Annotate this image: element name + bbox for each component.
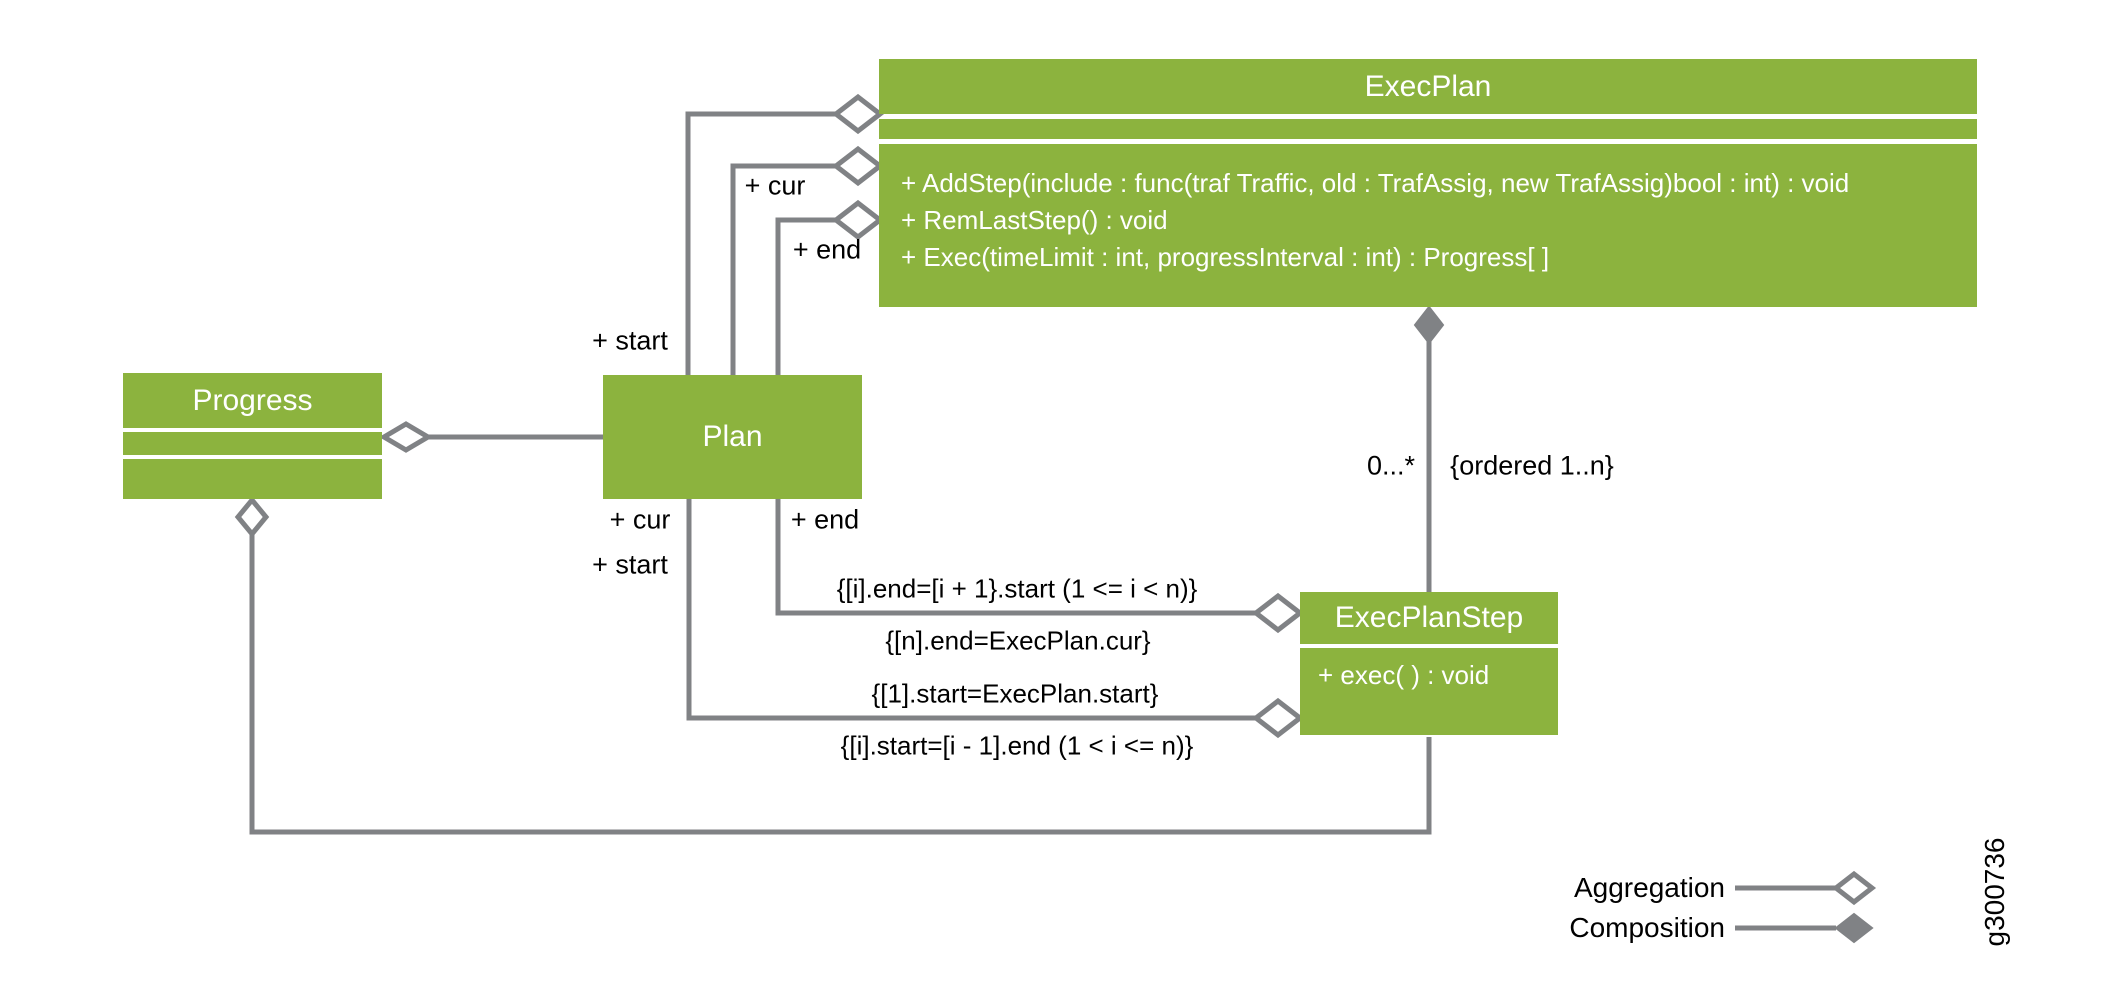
legend-composition-label: Composition xyxy=(1569,912,1725,943)
edge-plan-execplan-cur xyxy=(730,163,836,377)
edge-plan-execplan-end xyxy=(775,217,836,377)
constraint-start-lower: {[i].start=[i - 1].end (1 < i <= n)} xyxy=(840,730,1194,761)
class-execplan-attributes xyxy=(879,119,1977,139)
class-progress-attributes xyxy=(123,432,382,455)
label-cur-bottom: + cur xyxy=(609,504,671,535)
aggregation-diamond-execplanstep-lower xyxy=(1251,697,1305,739)
class-progress: Progress xyxy=(123,373,382,499)
label-start-bottom: + start xyxy=(592,549,668,580)
constraint-start-upper: {[1].start=ExecPlan.start} xyxy=(871,678,1159,709)
label-cur-top: + cur xyxy=(744,170,806,201)
label-end-top: + end xyxy=(792,234,862,265)
class-execplanstep: ExecPlanStep + exec( ) : void xyxy=(1300,592,1558,735)
class-execplanstep-title: ExecPlanStep xyxy=(1300,592,1558,644)
edge-plan-execplanstep-start xyxy=(686,497,1258,721)
label-start-top: + start xyxy=(592,325,668,356)
class-execplan: ExecPlan + AddStep(include : func(traf T… xyxy=(879,59,1977,307)
composition-diamond-execplan xyxy=(1413,305,1445,345)
legend-composition-diamond-icon xyxy=(1834,912,1874,944)
class-plan-title: Plan xyxy=(603,375,862,499)
aggregation-diamond-execplan-end xyxy=(831,199,885,241)
label-multiplicity: 0...* xyxy=(1366,450,1416,481)
class-progress-methods xyxy=(123,459,382,499)
aggregation-diamond-execplanstep-upper xyxy=(1251,592,1305,634)
class-execplan-title: ExecPlan xyxy=(879,59,1977,114)
aggregation-diamond-progress-right xyxy=(379,421,433,453)
method-addstep: + AddStep(include : func(traf Traffic, o… xyxy=(901,168,1850,198)
edge-progress-execplanstep xyxy=(249,532,1432,835)
aggregation-diamond-progress-bottom xyxy=(234,496,270,538)
edge-plan-execplanstep-end xyxy=(775,497,1258,616)
method-exec-step: + exec( ) : void xyxy=(1318,660,1490,690)
class-execplanstep-methods: + exec( ) : void xyxy=(1300,648,1558,735)
edge-plan-execplan-start xyxy=(685,111,836,377)
class-execplan-methods: + AddStep(include : func(traf Traffic, o… xyxy=(879,144,1977,307)
aggregation-diamond-execplan-cur xyxy=(831,145,885,187)
class-progress-title: Progress xyxy=(123,373,382,428)
class-plan: Plan xyxy=(603,375,862,499)
label-end-bottom: + end xyxy=(790,504,860,535)
figure-id: g300736 xyxy=(1979,837,2010,947)
label-ordered: {ordered 1..n} xyxy=(1450,450,1614,481)
constraint-end-upper: {[i].end=[i + 1}.start (1 <= i < n)} xyxy=(836,573,1198,604)
legend-aggregation-diamond-icon xyxy=(1831,870,1877,906)
method-exec: + Exec(timeLimit : int, progressInterval… xyxy=(901,242,1550,272)
method-remlaststep: + RemLastStep() : void xyxy=(901,205,1168,235)
legend-aggregation-label: Aggregation xyxy=(1573,872,1725,903)
constraint-end-lower: {[n].end=ExecPlan.cur} xyxy=(885,625,1151,656)
aggregation-diamond-execplan-start xyxy=(831,93,885,135)
